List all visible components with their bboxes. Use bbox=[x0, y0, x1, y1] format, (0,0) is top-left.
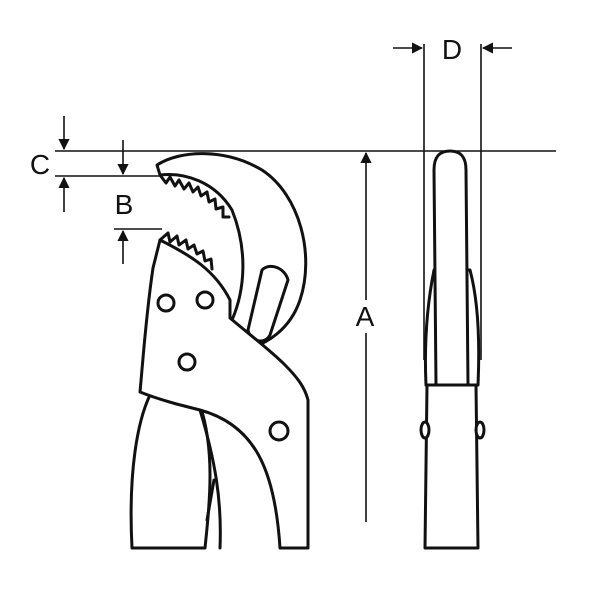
lower-handle-groove bbox=[205, 478, 216, 522]
lower-jaw-teeth bbox=[158, 231, 214, 271]
label-c: C bbox=[30, 149, 50, 180]
lower-handle bbox=[129, 393, 212, 550]
front-handle bbox=[423, 383, 480, 550]
main-body bbox=[138, 238, 310, 550]
front-jaw-top bbox=[432, 149, 470, 387]
rivet-hole bbox=[177, 352, 197, 372]
wrench-side-view bbox=[129, 152, 310, 550]
label-d: D bbox=[442, 34, 462, 65]
front-rivet-right bbox=[474, 420, 486, 440]
rivet-hole bbox=[156, 293, 176, 313]
label-a: A bbox=[356, 301, 375, 332]
rivet-hole bbox=[195, 290, 215, 310]
front-rivet-left bbox=[419, 420, 431, 440]
dimension-lines bbox=[55, 42, 556, 522]
upper-jaw-teeth bbox=[158, 173, 231, 219]
wrench-front-view bbox=[419, 149, 486, 550]
label-b: B bbox=[115, 189, 134, 220]
rivet-hole bbox=[268, 420, 290, 442]
lower-handle-inner-edge bbox=[198, 408, 222, 550]
